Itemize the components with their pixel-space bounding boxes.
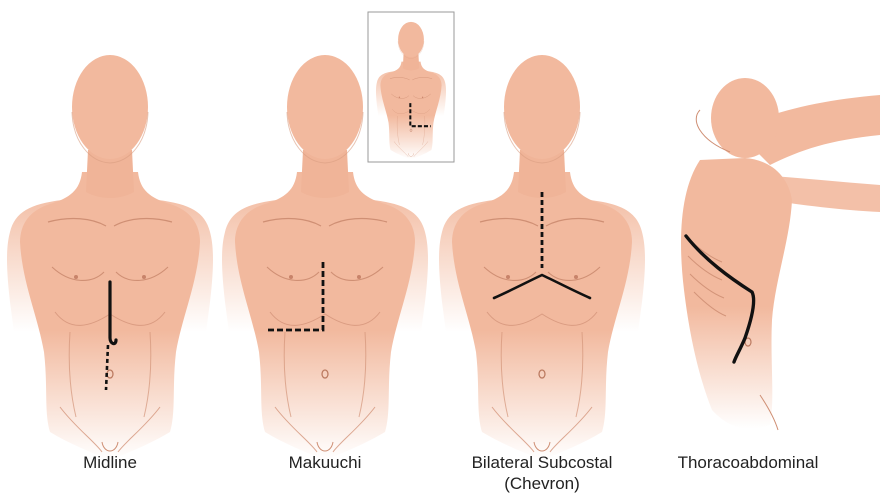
inset-figure: [368, 12, 454, 162]
label-thoracoabdominal: Thoracoabdominal: [648, 452, 848, 473]
figure-midline: [7, 55, 213, 460]
label-makuuchi: Makuuchi: [225, 452, 425, 473]
figure-chevron: [439, 55, 645, 460]
label-midline: Midline: [10, 452, 210, 473]
figure-thoracoabdominal: [681, 78, 880, 430]
label-chevron: Bilateral Subcostal (Chevron): [442, 452, 642, 494]
